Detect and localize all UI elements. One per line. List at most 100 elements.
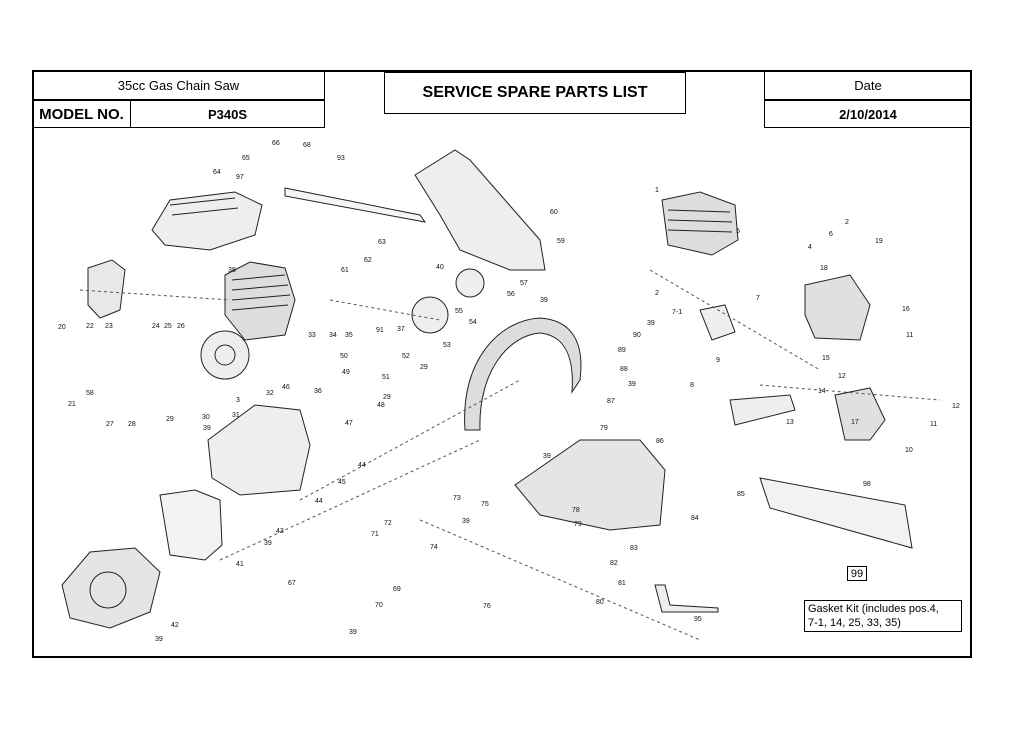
callout-label: 39 xyxy=(540,297,548,304)
product-name-cell: 35cc Gas Chain Saw xyxy=(32,70,325,100)
callout-label: 18 xyxy=(820,265,828,272)
callout-label: 55 xyxy=(455,308,463,315)
callout-label: 31 xyxy=(232,412,240,419)
cylinder-drawing xyxy=(661,191,739,256)
callout-label: 25 xyxy=(164,323,172,330)
callout-label: 86 xyxy=(656,438,664,445)
callout-label: 6 xyxy=(829,231,833,238)
callout-label: 83 xyxy=(630,545,638,552)
recoil-cover-drawing xyxy=(61,547,161,629)
model-value-cell: P340S xyxy=(130,100,325,128)
callout-label: 41 xyxy=(236,561,244,568)
callout-label: 28 xyxy=(128,421,136,428)
callout-label: 39 xyxy=(155,636,163,643)
callout-label: 38 xyxy=(228,267,236,274)
callout-label: 3 xyxy=(236,397,240,404)
flywheel-drawing xyxy=(200,330,250,380)
callout-label: 44 xyxy=(315,498,323,505)
callout-label: 87 xyxy=(607,398,615,405)
crankshaft-drawing xyxy=(729,394,796,426)
callout-label: 12 xyxy=(952,403,960,410)
sheet-title-cell: SERVICE SPARE PARTS LIST xyxy=(384,72,686,114)
callout-label: 4 xyxy=(808,244,812,251)
callout-label: 74 xyxy=(430,544,438,551)
callout-label: 64 xyxy=(213,169,221,176)
callout-label: 44 xyxy=(358,462,366,469)
gasket-kit-line1: Gasket Kit (includes pos.4, xyxy=(808,603,939,615)
gasket-kit-note: Gasket Kit (includes pos.4, 7-1, 14, 25,… xyxy=(804,600,962,632)
callout-label: 70 xyxy=(375,602,383,609)
callout-label: 51 xyxy=(382,374,390,381)
callout-label: 71 xyxy=(371,531,379,538)
callout-labels: 1 2 2 3 4 5 6 7 7-1 8 9 10 11 11 12 12 1… xyxy=(58,140,960,643)
callout-label: 45 xyxy=(338,479,346,486)
callout-label: 84 xyxy=(691,515,699,522)
callout-label: 15 xyxy=(822,355,830,362)
callout-label: 47 xyxy=(345,420,353,427)
callout-label: 13 xyxy=(786,419,794,426)
callout-label: 63 xyxy=(378,239,386,246)
callout-label: 9 xyxy=(716,357,720,364)
callout-label: 66 xyxy=(272,140,280,147)
callout-label: 97 xyxy=(236,174,244,181)
callout-label: 7 xyxy=(756,295,760,302)
callout-label: 39 xyxy=(349,629,357,636)
gasket-kit-line2: 7-1, 14, 25, 33, 35) xyxy=(808,617,901,629)
callout-label: 68 xyxy=(303,142,311,149)
callout-label: 11 xyxy=(906,332,913,339)
callout-label: 75 xyxy=(481,501,489,508)
callout-label: 93 xyxy=(337,155,345,162)
callout-label: 33 xyxy=(308,332,316,339)
callout-label: 30 xyxy=(202,414,210,421)
callout-label: 49 xyxy=(342,369,350,376)
callout-label: 78 xyxy=(572,507,580,514)
engine-cover-drawing xyxy=(151,191,263,251)
callout-label: 39 xyxy=(543,453,551,460)
callout-label: 39 xyxy=(462,518,470,525)
callout-label: 10 xyxy=(905,447,913,454)
drawing-frame xyxy=(32,70,972,658)
callout-label: 80 xyxy=(596,599,604,606)
date-value-cell: 2/10/2014 xyxy=(764,100,972,128)
callout-label: 32 xyxy=(266,390,274,397)
callout-label: 69 xyxy=(393,586,401,593)
callout-label: 29 xyxy=(420,364,428,371)
callout-label: 95 xyxy=(694,616,702,623)
callout-label: 89 xyxy=(618,347,626,354)
callout-label: 65 xyxy=(242,155,250,162)
callout-label: 46 xyxy=(282,384,290,391)
model-value: P340S xyxy=(207,106,248,122)
callout-label: 54 xyxy=(469,319,477,326)
product-name: 35cc Gas Chain Saw xyxy=(117,77,240,93)
callout-label: 60 xyxy=(550,209,558,216)
callout-label: 40 xyxy=(436,264,444,271)
date-label-cell: Date xyxy=(764,70,972,100)
guide-bar-drawing xyxy=(759,477,913,549)
callout-label: 90 xyxy=(633,332,641,339)
callout-label: 58 xyxy=(86,390,94,397)
sheet-title: SERVICE SPARE PARTS LIST xyxy=(422,84,648,101)
callout-label: 39 xyxy=(628,381,636,388)
guide-bar-top-drawing xyxy=(284,187,427,223)
callout-label: 79 xyxy=(574,521,582,528)
callout-label: 5 xyxy=(736,228,740,235)
clutch-drum-drawing xyxy=(411,296,449,334)
date-value: 2/10/2014 xyxy=(839,106,897,122)
callout-label: 62 xyxy=(364,257,372,264)
chain-brake-drawing xyxy=(414,149,546,271)
callout-label: 29 xyxy=(383,394,391,401)
callout-label: 2 xyxy=(655,290,659,297)
callout-label: 22 xyxy=(86,323,94,330)
callout-label: 82 xyxy=(610,560,618,567)
model-label: MODEL NO. xyxy=(39,105,124,123)
callout-label: 59 xyxy=(557,238,565,245)
crankcase-drawing xyxy=(207,404,311,496)
callout-label: 11 xyxy=(930,421,937,428)
callout-label: 76 xyxy=(483,603,491,610)
callout-label: 21 xyxy=(68,401,76,408)
callout-label: 27 xyxy=(106,421,114,428)
air-filter-drawing xyxy=(87,259,126,319)
front-handle-drawing xyxy=(464,317,582,431)
callout-label: 52 xyxy=(402,353,410,360)
